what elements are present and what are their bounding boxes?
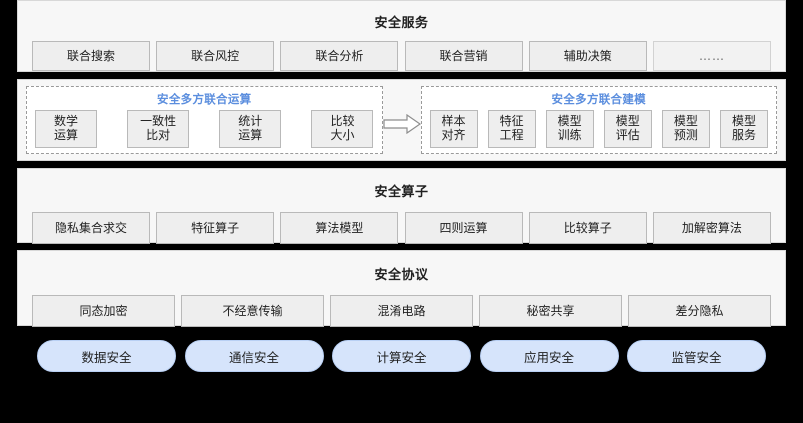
group-secure-multiparty-modeling: 安全多方联合建模 样本 对齐 特征 工程 模型 训练 模型 评估 [420, 86, 777, 154]
modeling-chip-feature-engineering[interactable]: 特征 工程 [487, 110, 536, 148]
computation-chip-row: 数学 运算 一致性 比对 统计 运算 比较 大小 [35, 110, 374, 148]
modeling-chip-model-prediction[interactable]: 模型 预测 [661, 110, 710, 148]
computation-chip-statistics[interactable]: 统计 运算 [219, 110, 282, 148]
modeling-chip-row: 样本 对齐 特征 工程 模型 训练 模型 评估 模型 预测 [429, 110, 769, 148]
modeling-chip-model-service[interactable]: 模型 服务 [719, 110, 768, 148]
operator-chip-comparison-operator[interactable]: 比较算子 [528, 212, 647, 244]
chip-line-2: 对齐 [441, 128, 466, 142]
modeling-chip-model-evaluation[interactable]: 模型 评估 [603, 110, 652, 148]
services-chip-row: 联合搜索 联合风控 联合分析 联合营销 辅助决策 …… [32, 41, 771, 71]
layer-title-services: 安全服务 [374, 16, 429, 31]
service-chip-joint-marketing[interactable]: 联合营销 [404, 41, 523, 71]
operator-chip-encryption-algorithm[interactable]: 加解密算法 [652, 212, 771, 244]
protocol-chip-secret-sharing[interactable]: 秘密共享 [479, 295, 622, 327]
security-pillars-row: 数据安全 通信安全 计算安全 应用安全 监管安全 [17, 340, 786, 372]
operator-chip-arithmetic[interactable]: 四则运算 [404, 212, 523, 244]
computation-chip-math[interactable]: 数学 运算 [35, 110, 97, 148]
chip-line-2: 运算 [53, 128, 78, 142]
service-chip-decision-support[interactable]: 辅助决策 [528, 41, 647, 71]
chip-line-1: 一致性 [140, 114, 177, 129]
chip-line-2: 预测 [673, 128, 698, 142]
layer-security-protocols: 安全协议 同态加密 不经意传输 混淆电路 秘密共享 差分隐私 [17, 250, 786, 327]
arrow-container [382, 114, 421, 134]
chip-line-2: 服务 [731, 128, 756, 142]
pillar-computation-security[interactable]: 计算安全 [332, 340, 471, 372]
pillar-data-security[interactable]: 数据安全 [37, 340, 176, 372]
chip-line-1: 数学 [53, 114, 78, 129]
protocol-chip-garbled-circuit[interactable]: 混淆电路 [330, 295, 473, 327]
chip-line-2: 运算 [238, 128, 263, 142]
protocols-chip-row: 同态加密 不经意传输 混淆电路 秘密共享 差分隐私 [32, 295, 771, 327]
pillar-communication-security[interactable]: 通信安全 [184, 340, 324, 372]
computation-chip-consistency-check[interactable]: 一致性 比对 [127, 110, 190, 148]
group-title-computation: 安全多方联合运算 [157, 92, 252, 106]
pillar-regulatory-security[interactable]: 监管安全 [627, 340, 766, 372]
layer-title-operators: 安全算子 [374, 185, 429, 200]
chip-line-1: 模型 [673, 114, 698, 129]
operator-chip-private-set-intersection[interactable]: 隐私集合求交 [32, 212, 150, 244]
protocol-chip-oblivious-transfer[interactable]: 不经意传输 [181, 295, 324, 327]
chip-line-1: 模型 [557, 114, 582, 129]
modeling-chip-model-training[interactable]: 模型 训练 [545, 110, 594, 148]
modeling-chip-sample-alignment[interactable]: 样本 对齐 [429, 110, 478, 148]
layer-title-protocols: 安全协议 [374, 268, 429, 283]
operator-chip-feature-operator[interactable]: 特征算子 [156, 212, 275, 244]
chip-line-1: 特征 [499, 114, 524, 129]
chip-line-1: 比较 [330, 114, 355, 129]
chip-line-2: 大小 [330, 128, 355, 142]
chip-line-1: 模型 [615, 114, 640, 129]
service-chip-joint-analysis[interactable]: 联合分析 [280, 41, 399, 71]
layer-security-operators: 安全算子 隐私集合求交 特征算子 算法模型 四则运算 比较算子 加解密算法 [17, 168, 786, 244]
chip-line-2: 比对 [146, 128, 171, 142]
chip-line-2: 训练 [557, 128, 582, 142]
protocol-chip-homomorphic-encryption[interactable]: 同态加密 [32, 295, 175, 327]
group-secure-multiparty-computation: 安全多方联合运算 数学 运算 一致性 比对 统计 运算 比较 大小 [26, 86, 383, 154]
layer-security-services: 安全服务 联合搜索 联合风控 联合分析 联合营销 辅助决策 …… [17, 0, 786, 72]
pillar-application-security[interactable]: 应用安全 [479, 340, 619, 372]
chip-line-1: 统计 [238, 114, 263, 129]
operators-chip-row: 隐私集合求交 特征算子 算法模型 四则运算 比较算子 加解密算法 [32, 212, 771, 244]
computation-chip-comparison[interactable]: 比较 大小 [311, 110, 374, 148]
chip-line-2: 工程 [499, 128, 524, 142]
operator-chip-algorithm-model[interactable]: 算法模型 [280, 212, 399, 244]
service-chip-joint-risk-control[interactable]: 联合风控 [156, 41, 275, 71]
right-arrow-icon [382, 114, 421, 134]
layer-secure-multiparty: 安全多方联合运算 数学 运算 一致性 比对 统计 运算 比较 大小 [17, 79, 786, 161]
group-title-modeling: 安全多方联合建模 [551, 92, 646, 106]
chip-line-1: 样本 [441, 114, 466, 129]
service-chip-more-ellipsis[interactable]: …… [652, 41, 771, 71]
chip-line-2: 评估 [615, 128, 640, 142]
protocol-chip-differential-privacy[interactable]: 差分隐私 [628, 295, 771, 327]
service-chip-joint-search[interactable]: 联合搜索 [32, 41, 150, 71]
chip-line-1: 模型 [731, 114, 756, 129]
